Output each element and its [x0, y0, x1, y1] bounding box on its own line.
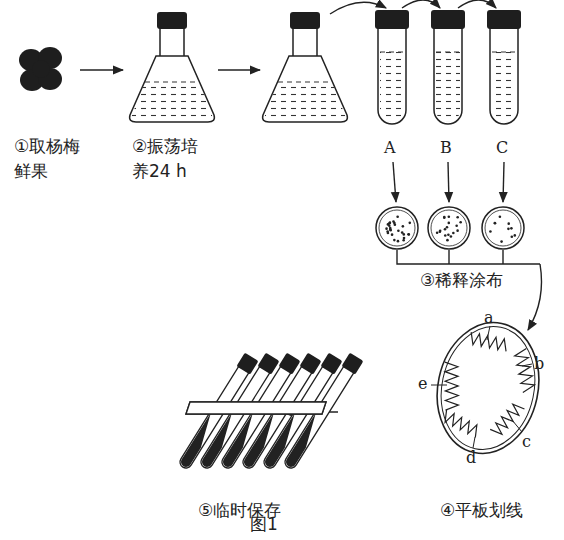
label-text: ②振荡培 养24 h [132, 136, 198, 181]
petri-dish [376, 207, 418, 249]
leader-line [473, 437, 475, 448]
streak-line [515, 349, 535, 393]
streak-line [471, 332, 506, 351]
petri-dish [428, 207, 470, 249]
label-text: A [384, 138, 396, 157]
conical-flask [130, 12, 348, 122]
label: C [496, 136, 516, 159]
streak-line [490, 404, 524, 434]
bayberry-fruit [19, 47, 62, 91]
conical-flask [130, 12, 215, 122]
label: B [440, 136, 460, 159]
caption: 图1 [250, 512, 278, 537]
label-text: B [440, 138, 452, 157]
label-text: b [534, 354, 544, 373]
label-text: c [522, 432, 531, 451]
petri-dish [376, 207, 524, 249]
test-tube [431, 10, 465, 124]
streak-plate [425, 313, 550, 463]
label: c [522, 430, 536, 453]
label-text: ①取杨梅 鲜果 [14, 136, 80, 181]
test-tube [375, 10, 409, 124]
label: ②振荡培 养24 h [132, 134, 216, 183]
label-text: ③稀释涂布 [420, 270, 503, 290]
rack-bar [186, 402, 326, 414]
label-text: a [484, 308, 494, 327]
label: ③稀释涂布 [420, 268, 530, 293]
test-tube [487, 10, 521, 124]
label: ①取杨梅 鲜果 [14, 134, 90, 183]
leader-line [512, 420, 522, 432]
label-text: d [466, 448, 476, 467]
label: d [466, 446, 480, 469]
leader-line [522, 364, 532, 366]
test-tube [375, 10, 521, 124]
leader-line [487, 326, 490, 340]
streak-line [445, 362, 459, 410]
label: ④平板划线 [440, 498, 550, 523]
label: e [418, 372, 432, 395]
label: A [384, 136, 404, 159]
caption-text: 图1 [250, 514, 278, 534]
label-text: C [496, 138, 508, 157]
conical-flask [263, 12, 348, 122]
slant-tube-rack [176, 353, 363, 472]
label: a [484, 306, 498, 329]
label-text: ④平板划线 [440, 500, 523, 520]
label: b [534, 352, 548, 375]
rack-bar [186, 402, 326, 414]
streak-line [445, 410, 477, 438]
petri-dish [482, 207, 524, 249]
label-text: e [418, 374, 427, 393]
leader-line [431, 385, 447, 386]
